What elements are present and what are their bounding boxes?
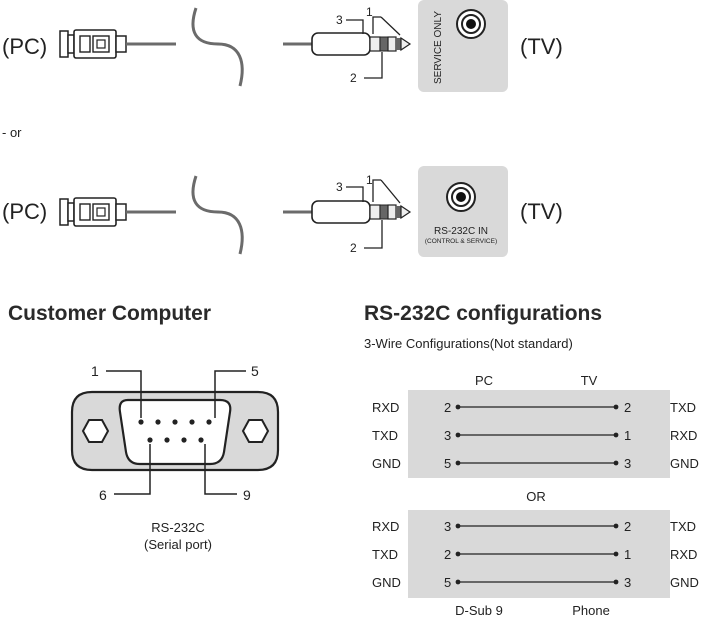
pc-pin: 5 xyxy=(444,575,451,590)
signal-right: RXD xyxy=(670,428,697,443)
wire-dot xyxy=(613,551,619,557)
pin-label-1: 1 xyxy=(366,5,373,19)
pin-label-2: 2 xyxy=(350,241,357,255)
pin-label-3: 3 xyxy=(336,180,343,194)
wiring-row: GND 5 3 GND xyxy=(372,456,699,471)
cable-curve xyxy=(191,7,244,87)
port-pin-9: 9 xyxy=(243,487,251,503)
port-caption-sub: (Serial port) xyxy=(144,537,212,552)
tv-pin: 1 xyxy=(624,428,631,443)
pc-label-1: (PC) xyxy=(2,34,48,59)
tv-pin: 3 xyxy=(624,575,631,590)
wire-dot xyxy=(613,523,619,529)
tv-pin: 2 xyxy=(624,400,631,415)
cable-curve xyxy=(191,175,244,255)
jack-label-vertical: SERVICE ONLY xyxy=(433,11,444,84)
port-pin-5: 5 xyxy=(251,363,259,379)
pc-pin: 3 xyxy=(444,428,451,443)
pc-pin: 2 xyxy=(444,400,451,415)
config-title: RS-232C configurations xyxy=(364,302,603,325)
signal-left: GND xyxy=(372,456,401,471)
col-header-tv: TV xyxy=(581,373,598,388)
signal-right: GND xyxy=(670,575,699,590)
pc-pin: 2 xyxy=(444,547,451,562)
config-subtitle: 3-Wire Configurations(Not standard) xyxy=(364,336,573,351)
wiring-row: TXD 3 1 RXD xyxy=(372,428,697,443)
signal-left: TXD xyxy=(372,428,398,443)
col-header-pc: PC xyxy=(475,373,493,388)
signal-right: RXD xyxy=(670,547,697,562)
hex-screw-icon xyxy=(241,419,270,443)
pin-dots xyxy=(138,419,212,443)
tv-pin: 2 xyxy=(624,519,631,534)
signal-right: TXD xyxy=(670,400,696,415)
jack-label: RS-232C IN xyxy=(434,226,488,237)
wire-dot xyxy=(613,460,619,466)
signal-left: TXD xyxy=(372,547,398,562)
signal-left: GND xyxy=(372,575,401,590)
or-text: - or xyxy=(2,125,22,140)
db9-plug-icon xyxy=(59,197,127,227)
tv-label-1: (TV) xyxy=(520,34,563,59)
hex-screw-icon xyxy=(81,419,110,443)
serial-port-diagram: 1 5 6 9 RS-232C (Serial port) xyxy=(70,363,280,552)
signal-right: TXD xyxy=(670,519,696,534)
wiring-row: TXD 2 1 RXD xyxy=(372,547,697,562)
jack-socket-icon xyxy=(456,9,486,39)
signal-right: GND xyxy=(670,456,699,471)
jack-sublabel: (CONTROL & SERVICE) xyxy=(425,238,497,245)
tv-label-2: (TV) xyxy=(520,199,563,224)
port-caption: RS-232C xyxy=(151,520,204,535)
audio-plug-icon xyxy=(311,200,412,224)
pc-label-2: (PC) xyxy=(2,199,48,224)
pc-pin: 3 xyxy=(444,519,451,534)
footer-phone: Phone xyxy=(572,603,610,618)
signal-left: RXD xyxy=(372,400,399,415)
wire-dot xyxy=(613,579,619,585)
tv-pin: 3 xyxy=(624,456,631,471)
d-sub-shell xyxy=(118,398,232,466)
connection-diagram-2: 1 2 3 RS-232C IN (CONTROL & SERVICE) xyxy=(59,166,508,257)
wiring-row: RXD 3 2 TXD xyxy=(372,519,696,534)
pin-label-3: 3 xyxy=(336,13,343,27)
or-label: OR xyxy=(526,489,546,504)
tv-pin: 1 xyxy=(624,547,631,562)
pin-label-1: 1 xyxy=(366,173,373,187)
wire-dot xyxy=(613,404,619,410)
jack-socket-icon xyxy=(446,182,476,212)
wiring-row: GND 5 3 GND xyxy=(372,575,699,590)
db9-plug-icon xyxy=(59,29,127,59)
footer-dsub9: D-Sub 9 xyxy=(455,603,503,618)
wire-dot xyxy=(613,432,619,438)
pc-pin: 5 xyxy=(444,456,451,471)
connection-diagram-1: 1 2 3 SERVICE ONLY xyxy=(59,0,508,92)
port-pin-1: 1 xyxy=(91,363,99,379)
pin-label-2: 2 xyxy=(350,71,357,85)
audio-plug-icon xyxy=(311,32,412,56)
port-pin-6: 6 xyxy=(99,487,107,503)
wiring-row: RXD 2 2 TXD xyxy=(372,400,696,415)
signal-left: RXD xyxy=(372,519,399,534)
customer-computer-title: Customer Computer xyxy=(8,302,212,325)
